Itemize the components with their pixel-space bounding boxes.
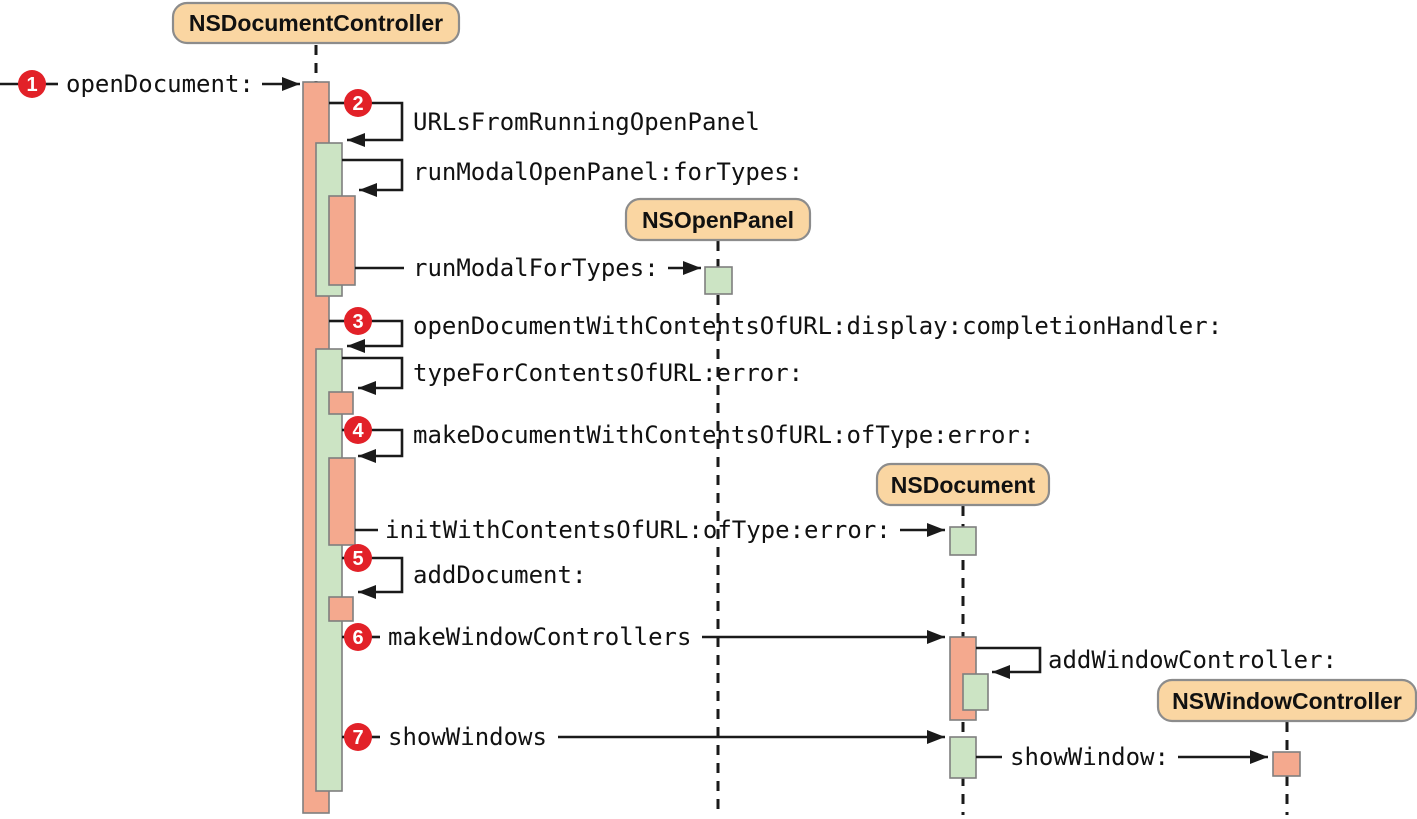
actor-box	[875, 462, 1051, 507]
step-badge-1: 1	[18, 70, 46, 98]
activation-typeforcontents	[328, 391, 354, 415]
message-runmodalfortypes: runModalForTypes:	[355, 254, 701, 282]
message-addwindowcontroller: addWindowController:	[976, 646, 1337, 679]
step-badge-circle	[344, 89, 372, 117]
step-badge-circle	[344, 307, 372, 335]
activation-makedocumentwithcontents	[328, 457, 356, 546]
message-runmodalopenpanel: runModalOpenPanel:forTypes:	[342, 158, 803, 197]
actor-nswindowcontroller: NSWindowController	[1156, 678, 1417, 723]
message-label: runModalForTypes:	[413, 254, 659, 282]
message-label: openDocumentWithContentsOfURL:display:co…	[413, 312, 1222, 340]
message-label: addWindowController:	[1048, 646, 1337, 674]
activation-adddocument	[328, 596, 354, 622]
step-badge-number: 3	[352, 311, 363, 333]
activation-showwindow	[1272, 751, 1301, 777]
step-badge-number: 1	[26, 74, 37, 96]
message-showwindows: showWindows	[342, 723, 945, 751]
actor-box	[1156, 678, 1417, 723]
actor-box	[624, 197, 812, 242]
activation-addwindowcontroller	[962, 673, 989, 711]
message-opendocumentwithcontents: openDocumentWithContentsOfURL:display:co…	[329, 312, 1222, 353]
step-badge-number: 4	[352, 420, 364, 442]
message-label: makeWindowControllers	[388, 623, 691, 651]
activation-initwithcontents	[949, 526, 977, 556]
step-badge-2: 2	[344, 89, 372, 117]
message-opendocument: openDocument:	[0, 70, 300, 98]
message-label: showWindows	[388, 723, 547, 751]
message-label: runModalOpenPanel:forTypes:	[413, 158, 803, 186]
step-badge-circle	[344, 544, 372, 572]
step-badge-number: 6	[352, 627, 363, 649]
step-badge-circle	[344, 416, 372, 444]
message-label: addDocument:	[413, 561, 586, 589]
actor-nsopenpanel: NSOpenPanel	[624, 197, 812, 242]
step-badge-circle	[344, 623, 372, 651]
step-badge-circle	[18, 70, 46, 98]
step-badge-number: 5	[352, 548, 363, 570]
activation-showwindows	[949, 736, 977, 779]
step-badge-number: 2	[352, 93, 363, 115]
message-label: URLsFromRunningOpenPanel	[413, 108, 760, 136]
message-label: initWithContentsOfURL:ofType:error:	[385, 516, 891, 544]
step-badge-6: 6	[344, 623, 372, 651]
step-badge-3: 3	[344, 307, 372, 335]
actor-nsdocument: NSDocument	[875, 462, 1051, 507]
actor-nsdocumentcontroller: NSDocumentController	[171, 1, 461, 45]
activation-runmodalopenpanel	[328, 195, 356, 286]
activation-opendocumentwithcontents	[315, 348, 343, 792]
actor-box	[171, 1, 461, 45]
message-makewindowcontrollers: makeWindowControllers	[342, 623, 945, 651]
message-urlsfromrunningopenpanel: URLsFromRunningOpenPanel	[329, 101, 760, 147]
step-badge-4: 4	[344, 416, 372, 444]
message-label: makeDocumentWithContentsOfURL:ofType:err…	[413, 421, 1034, 449]
message-initwithcontents: initWithContentsOfURL:ofType:error:	[355, 516, 945, 544]
message-label: typeForContentsOfURL:error:	[413, 359, 803, 387]
message-showwindow: showWindow:	[976, 743, 1268, 771]
message-label: showWindow:	[1010, 743, 1169, 771]
step-badge-7: 7	[344, 723, 372, 751]
step-badge-circle	[344, 723, 372, 751]
message-typeforcontents: typeForContentsOfURL:error:	[342, 356, 803, 395]
message-label: openDocument:	[66, 70, 254, 98]
actor-label: NSDocumentController	[189, 10, 443, 36]
message-makedocumentwithcontents: makeDocumentWithContentsOfURL:ofType:err…	[342, 421, 1034, 463]
step-badge-number: 7	[352, 727, 363, 749]
message-adddocument: addDocument:	[342, 556, 586, 599]
actor-label: NSWindowController	[1172, 688, 1402, 714]
actor-label: NSDocument	[891, 472, 1036, 498]
step-badge-5: 5	[344, 544, 372, 572]
activation-runmodalfortypes	[704, 266, 733, 295]
actor-label: NSOpenPanel	[642, 207, 794, 233]
